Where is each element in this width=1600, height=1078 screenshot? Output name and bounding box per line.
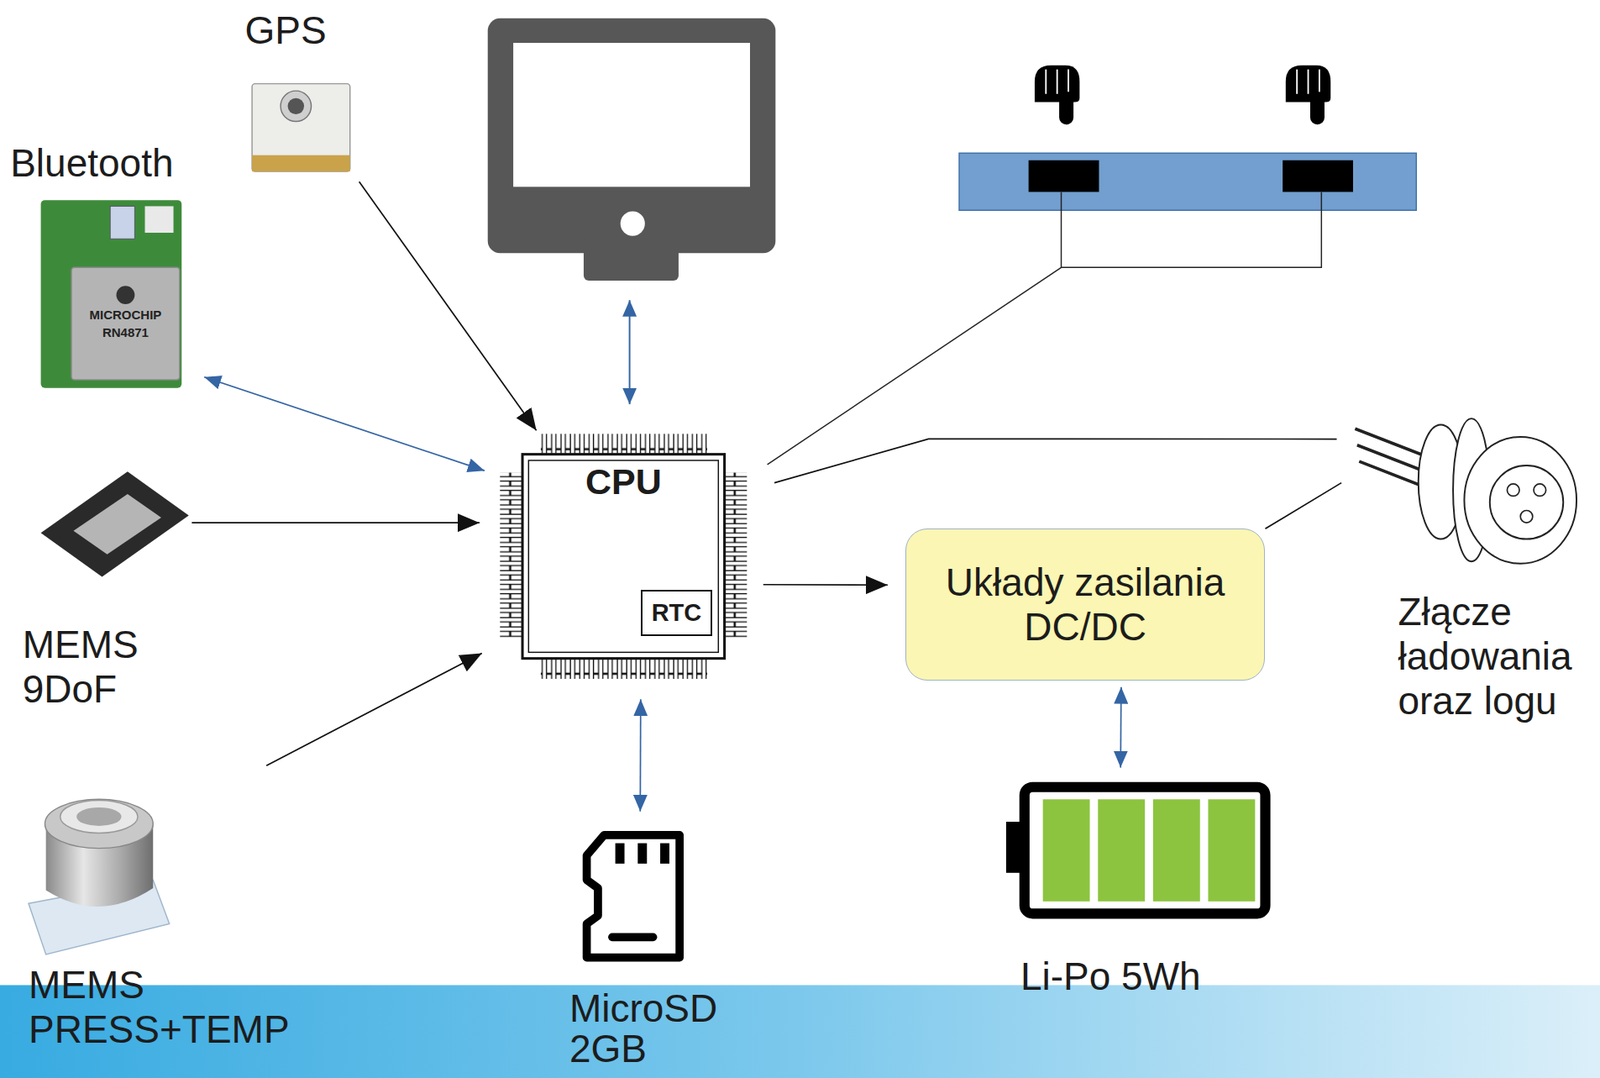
hand-line: [1056, 69, 1059, 95]
button-wire: [767, 267, 1062, 464]
battery-cell: [1153, 798, 1201, 901]
hand-finger: [1059, 91, 1074, 125]
label-anchor: MICROCHIP: [71, 308, 180, 323]
sd-card: [587, 834, 681, 958]
connector-socket: [1533, 483, 1547, 497]
battery-cell: [1207, 798, 1255, 901]
display-button: [620, 210, 646, 236]
cpu-pins: [540, 658, 708, 679]
component-label: MEMS 9DoF: [22, 622, 193, 712]
imu-pad: [73, 493, 161, 555]
gps-pads: [251, 155, 351, 172]
button-wire: [1061, 191, 1322, 268]
display-screen: [513, 42, 751, 187]
pointing-hand: [1034, 65, 1080, 125]
press-port: [76, 807, 121, 826]
sd-contact: [637, 843, 647, 864]
connector-arrow: [639, 698, 641, 812]
bluetooth-module: Bluetooth: [8, 141, 189, 393]
connector-arrow: [191, 521, 480, 524]
lipo-battery: Li-Po 5Wh: [1002, 778, 1273, 1006]
connector-body: [1463, 436, 1577, 564]
component-label: MEMS PRESS+TEMP: [28, 962, 306, 1052]
imu-chip: [41, 471, 189, 577]
part-marking: MICROCHIP: [71, 308, 180, 323]
component-label: MicroSD 2GB: [569, 987, 741, 1070]
gps-antenna-core: [288, 98, 305, 115]
bt-component: [145, 205, 174, 233]
sd-contact: [615, 843, 625, 864]
battery-cell: [1043, 798, 1091, 901]
charging-connector: Złącze ładowania oraz logu: [1344, 395, 1592, 727]
rtc-block: RTC: [640, 589, 713, 636]
connector-arrow: [359, 181, 537, 431]
hand-line: [1295, 69, 1298, 95]
connector-socket: [1520, 509, 1533, 523]
component-label: Bluetooth: [10, 141, 191, 186]
hand-line: [1044, 69, 1047, 95]
bt-pcb: [41, 199, 183, 389]
connector-arrow: [774, 438, 1338, 483]
button-bar: [959, 152, 1417, 210]
imu-sensor: MEMS 9DoF: [20, 469, 192, 717]
battery-cell: [1097, 798, 1145, 901]
cpu-pins: [499, 472, 523, 640]
component-label: Złącze ładowania oraz logu: [1397, 589, 1592, 724]
hand-line: [1307, 69, 1310, 95]
connector-arrow: [266, 652, 483, 766]
component-label: Li-Po 5Wh: [1020, 954, 1271, 999]
push-button: [1028, 160, 1100, 193]
component-label: GPS: [245, 8, 360, 53]
cpu-pins: [724, 472, 748, 640]
gps-module: GPS: [245, 8, 360, 183]
display-body: [487, 18, 777, 253]
gps-antenna: [280, 90, 311, 121]
chip-label: CPU: [499, 461, 747, 503]
box-label: Układy zasilania DC/DC: [917, 560, 1254, 650]
pressure-sensor: MEMS PRESS+TEMP: [22, 765, 307, 1055]
pointing-hand: [1285, 65, 1331, 125]
connector-arrow: [1119, 687, 1122, 768]
connector-face: [1489, 465, 1564, 539]
connector-socket: [1506, 483, 1520, 497]
sd-contact: [660, 843, 670, 864]
sd-mark: [612, 932, 654, 941]
cpu-chip: CPU RTC: [499, 433, 747, 681]
microsd-card: MicroSD 2GB: [566, 824, 741, 1076]
push-button: [1282, 160, 1354, 193]
hand-line: [1318, 69, 1321, 93]
connector-arrow: [204, 377, 485, 471]
hand-line: [1067, 69, 1070, 93]
block-label: RTC: [651, 599, 703, 627]
cpu-pins: [540, 433, 708, 454]
hand-finger: [1310, 91, 1325, 125]
press-rim: [60, 800, 138, 834]
connector-pin: [1354, 428, 1428, 457]
display-stand: [583, 236, 679, 281]
part-marking: RN4871: [71, 325, 180, 341]
bt-component: [110, 205, 135, 239]
display-link: [629, 299, 631, 404]
press-top: [44, 798, 153, 848]
connector-arrow: [763, 583, 888, 586]
label-anchor: RN4871: [71, 325, 180, 341]
bt-shield: [71, 267, 180, 380]
connector-arrow: [1264, 482, 1342, 530]
gps-chip: [251, 83, 351, 172]
power-supply-box: Układy zasilania DC/DC: [905, 528, 1266, 681]
bt-logo: [116, 285, 136, 305]
battery-body: [1024, 786, 1266, 914]
